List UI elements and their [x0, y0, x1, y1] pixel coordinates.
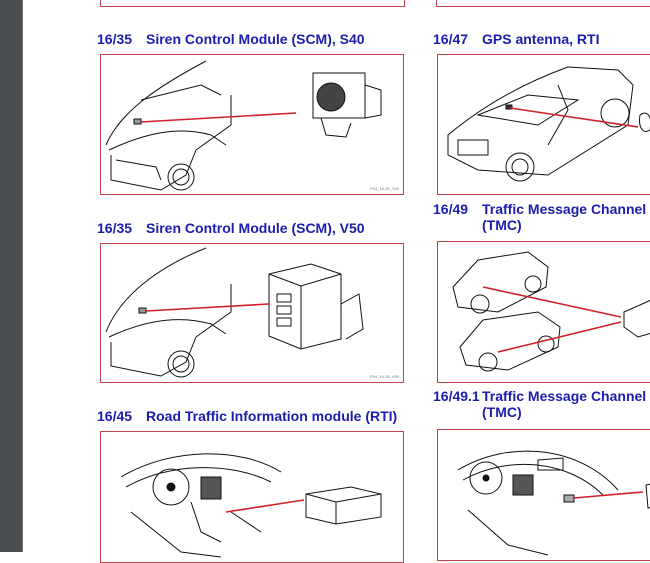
leader-line — [140, 112, 297, 123]
car-front-illustration — [105, 60, 382, 191]
leader-line — [145, 303, 270, 312]
car-front-illustration — [105, 247, 364, 378]
viewer-sidebar — [0, 0, 23, 552]
leader-line — [225, 499, 305, 513]
car-rear-illustration — [447, 66, 650, 182]
figure-tmc-dashboard — [437, 429, 650, 561]
leader-line — [509, 107, 639, 128]
figure-gps-antenna — [437, 54, 650, 195]
leader-line — [573, 491, 644, 499]
dashboard-illustration — [120, 453, 382, 558]
leader-line — [497, 321, 622, 353]
leader-line — [482, 286, 622, 318]
figure-frame-partial-right — [436, 0, 650, 7]
figure-frame-partial-left — [100, 0, 405, 7]
dashboard-illustration — [457, 450, 650, 556]
figure-scm-v50: P04_16-35_V50 — [100, 243, 404, 383]
figure-tmc — [437, 241, 650, 383]
two-cars-illustration — [452, 251, 650, 372]
figure-scm-s40: P04_16-35_S40 — [100, 54, 404, 195]
figure-rti-module — [100, 431, 404, 563]
